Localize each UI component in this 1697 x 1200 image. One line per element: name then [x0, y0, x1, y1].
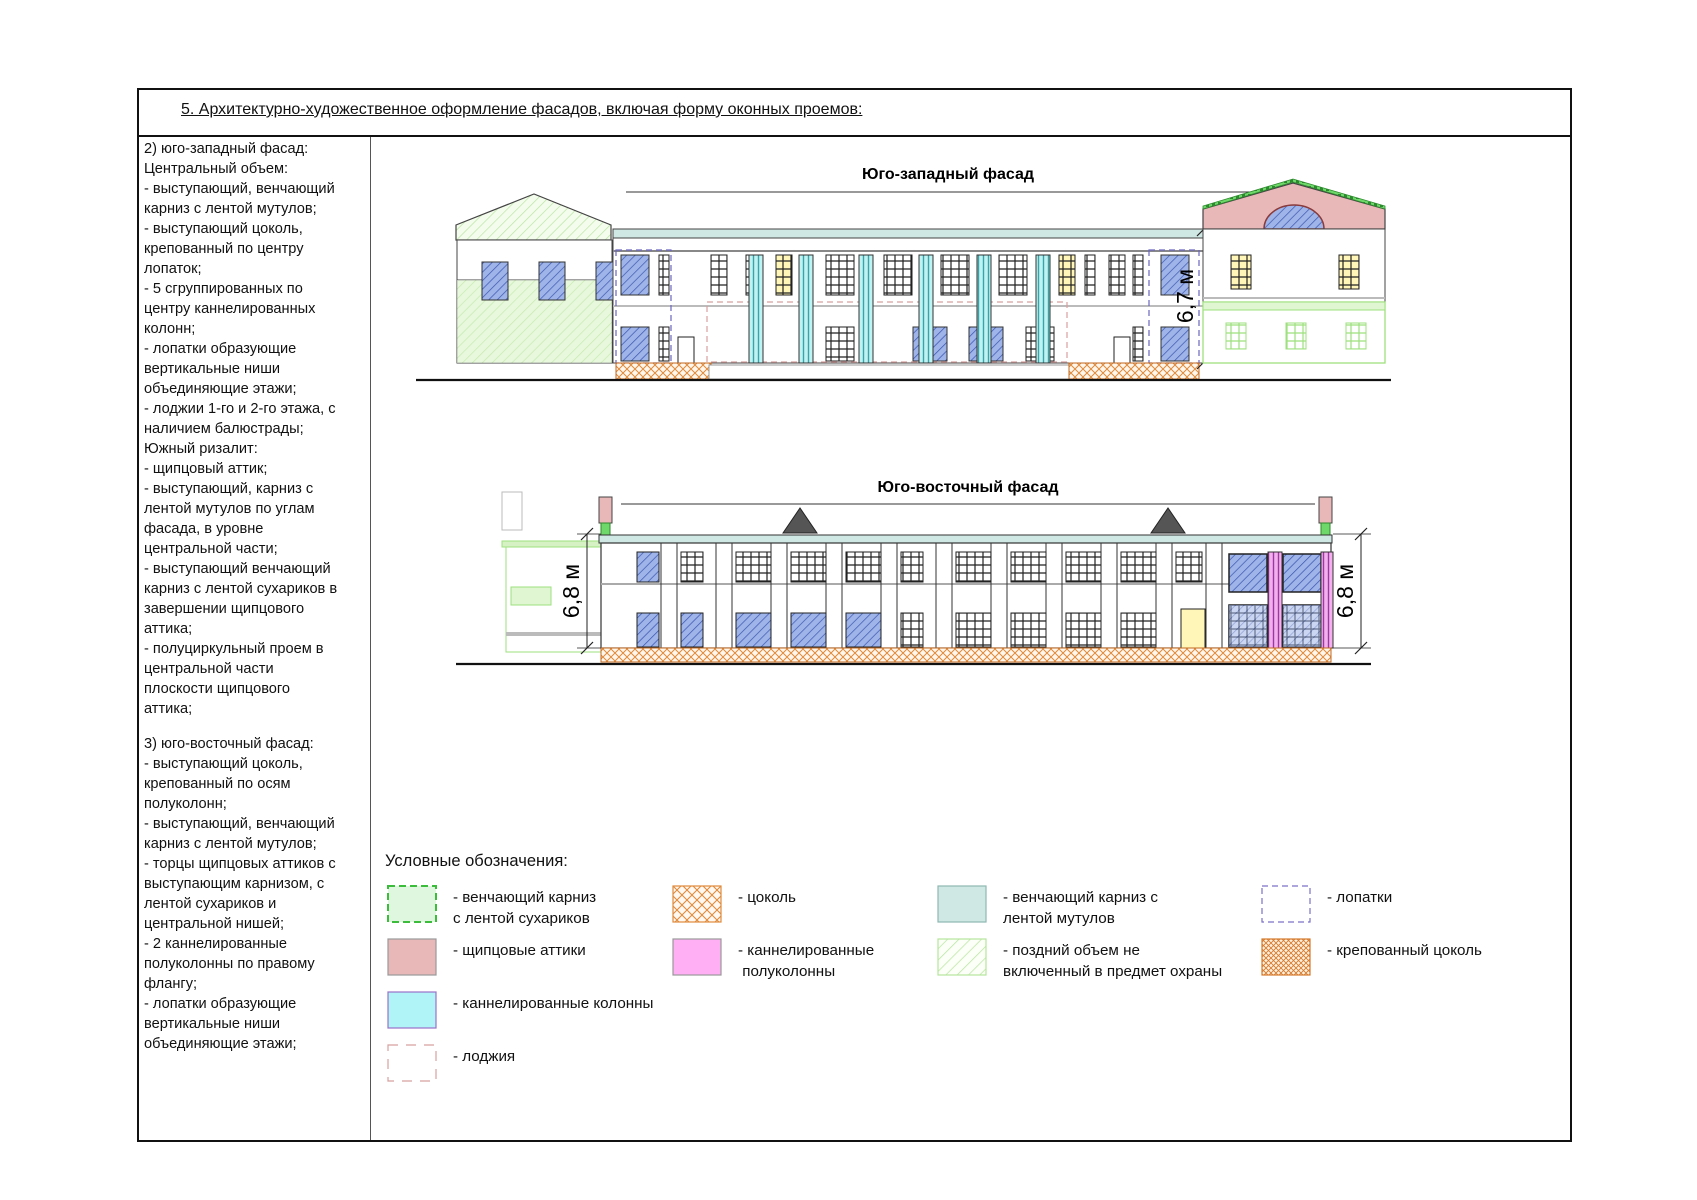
southeast-height-label-right: 6,8 м	[1332, 564, 1358, 618]
lower-windows	[636, 608, 1206, 649]
legend-label-fluted-semicolumns: - каннелированные полуколонны	[738, 942, 875, 980]
facades-drawing: Юго-западный фасад	[416, 166, 1391, 666]
legend-label-plinth: - цоколь	[738, 889, 796, 906]
southeast-facade-title: Юго-восточный фасад	[877, 479, 1058, 496]
description-column: 2) юго-западный фасад: Центральный объем…	[139, 137, 371, 1140]
southwest-height-label: 6,7 м	[1172, 269, 1198, 323]
legend-swatch-loggia	[387, 1044, 437, 1082]
late-volume-left	[455, 193, 621, 364]
legend-swatch-gable-attics	[387, 938, 437, 976]
legend-label-gable-attics: - щипцовые аттики	[453, 942, 586, 959]
upper-windows	[636, 551, 1203, 583]
southwest-facade-title: Юго-западный фасад	[862, 166, 1034, 183]
legend-title: Условные обозначения:	[385, 852, 568, 870]
legend-label-mutule-cornice: - венчающий карниз с лентой мутулов	[1003, 889, 1158, 927]
legend-label-dentil-cornice: - венчающий карниз с лентой сухариков	[453, 889, 597, 927]
legend-label-pilasters: - лопатки	[1327, 889, 1393, 906]
legend-label-fluted-columns: - каннелированные колонны	[453, 995, 654, 1012]
right-flank	[1228, 551, 1334, 649]
legend-swatch-dentil-cornice	[387, 885, 437, 923]
drawing-area: Юго-западный фасад	[371, 137, 1572, 1142]
southeast-facade: Юго-восточный фасад	[456, 479, 1371, 666]
legend-swatch-mutule-cornice	[937, 885, 987, 923]
south-risalit	[1202, 178, 1386, 364]
header-row: 5. Архитектурно-художественное оформлени…	[139, 90, 1570, 137]
legend-swatch-late-volume	[937, 938, 987, 976]
legend-swatch-fluted-semicolumns	[672, 938, 722, 976]
southeast-facade-description: 3) юго-восточный фасад: - выступающий цо…	[144, 736, 336, 1052]
legend-swatch-raised-plinth	[1261, 938, 1311, 976]
legend-label-raised-plinth: - крепованный цоколь	[1327, 942, 1482, 959]
legend-swatch-plinth	[672, 885, 722, 923]
page-title: 5. Архитектурно-художественное оформлени…	[181, 101, 863, 118]
drawing-sheet: 5. Архитектурно-художественное оформлени…	[137, 88, 1572, 1142]
legend-label-loggia: - лоджия	[453, 1048, 516, 1065]
legend-swatch-pilasters	[1261, 885, 1311, 923]
legend-swatch-fluted-columns	[387, 991, 437, 1029]
southwest-facade-description: 2) юго-западный фасад: Центральный объем…	[144, 141, 338, 717]
southwest-facade: Юго-западный фасад	[416, 166, 1391, 382]
legend-label-late-volume: - поздний объем не включенный в предмет …	[1003, 942, 1223, 980]
central-volume: 6,7 м	[612, 223, 1210, 380]
southeast-height-label-left: 6,8 м	[558, 564, 584, 618]
